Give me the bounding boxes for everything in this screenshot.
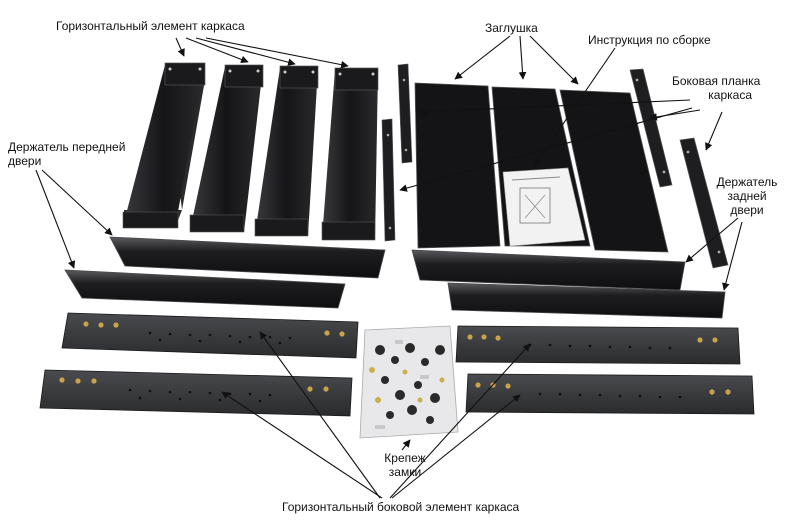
- label-front-door-holder: Держатель передней двери: [8, 140, 125, 168]
- label-fasteners-locks-line2: замки: [388, 465, 422, 479]
- arrow-side-frame-3: [389, 343, 531, 499]
- horizontal-frame-element-tray-1: [122, 62, 206, 229]
- side-frame-strip-right-1: [629, 68, 673, 188]
- horizontal-side-frame-rail-4: [465, 373, 755, 415]
- front-door-holder-bar-2: [64, 269, 346, 309]
- label-front-door-holder-line2: двери: [8, 154, 42, 168]
- side-frame-strip-center-1: [397, 63, 413, 164]
- arrow-instructions: [534, 47, 616, 166]
- arrow-front-door-2: [41, 169, 113, 236]
- label-plug: Заглушка: [485, 21, 538, 35]
- label-side-frame-strip-line2: каркаса: [708, 88, 752, 102]
- arrow-side-strip-3: [649, 109, 701, 121]
- arrow-front-door-1: [35, 169, 76, 269]
- label-side-frame-strip-line1: Боковая планка: [672, 74, 761, 88]
- horizontal-side-frame-rail-3: [455, 325, 741, 365]
- arrow-side-strip-1: [419, 99, 691, 116]
- fasteners-locks-bag: [359, 325, 459, 439]
- arrow-horizontal-frame-4: [205, 37, 349, 69]
- label-assembly-instructions: Инструкция по сборке: [588, 33, 711, 47]
- arrow-side-frame-1: [259, 331, 381, 499]
- arrow-side-strip-2: [399, 107, 693, 192]
- label-fasteners-locks-line1: Крепеж: [384, 451, 426, 465]
- arrow-plug-2: [518, 35, 527, 80]
- label-rear-door-holder: Держатель задней двери: [712, 175, 782, 217]
- arrow-fasteners: [401, 439, 411, 451]
- label-rear-door-holder-line1: Держатель: [716, 175, 778, 189]
- front-door-holder-bar-1: [109, 236, 386, 279]
- assembly-instructions-booklet: [502, 167, 586, 247]
- plug-panel-3: [559, 89, 669, 253]
- label-fasteners-locks: Крепеж замки: [375, 451, 435, 479]
- arrow-rear-door-1: [685, 217, 739, 263]
- arrow-horizontal-frame-1: [175, 37, 185, 57]
- horizontal-frame-element-tray-4: [321, 67, 379, 241]
- arrow-horizontal-frame-2: [185, 37, 249, 64]
- arrow-side-frame-2: [221, 391, 383, 499]
- horizontal-frame-element-tray-3: [254, 65, 319, 237]
- label-rear-door-holder-line2: задней: [727, 189, 767, 203]
- annotation-arrows: [35, 35, 743, 499]
- arrow-horizontal-frame-3: [195, 37, 296, 66]
- horizontal-side-frame-rail-2: [39, 369, 353, 417]
- label-rear-door-holder-line3: двери: [730, 203, 764, 217]
- label-side-frame-strip: Боковая планка каркаса: [672, 74, 761, 102]
- arrow-plug-1: [454, 35, 511, 80]
- label-front-door-holder-line1: Держатель передней: [8, 140, 126, 154]
- side-frame-strip-center-2: [381, 118, 396, 242]
- rear-door-holder-bar-1: [411, 249, 686, 291]
- plug-panel-1: [414, 82, 501, 249]
- side-frame-strip-right-2: [679, 137, 729, 269]
- rear-door-holder-bar-2: [447, 282, 726, 319]
- label-horizontal-side-frame-element: Горизонтальный боковой элемент каркаса: [282, 500, 520, 514]
- arrow-side-strip-4: [705, 111, 723, 151]
- label-horizontal-frame-element: Горизонтальный элемент каркаса: [56, 19, 245, 33]
- horizontal-side-frame-rail-1: [61, 312, 359, 359]
- arrow-rear-door-2: [722, 221, 743, 291]
- arrow-side-frame-4: [391, 394, 521, 499]
- horizontal-frame-element-tray-2: [189, 64, 264, 233]
- arrow-plug-3: [529, 35, 579, 85]
